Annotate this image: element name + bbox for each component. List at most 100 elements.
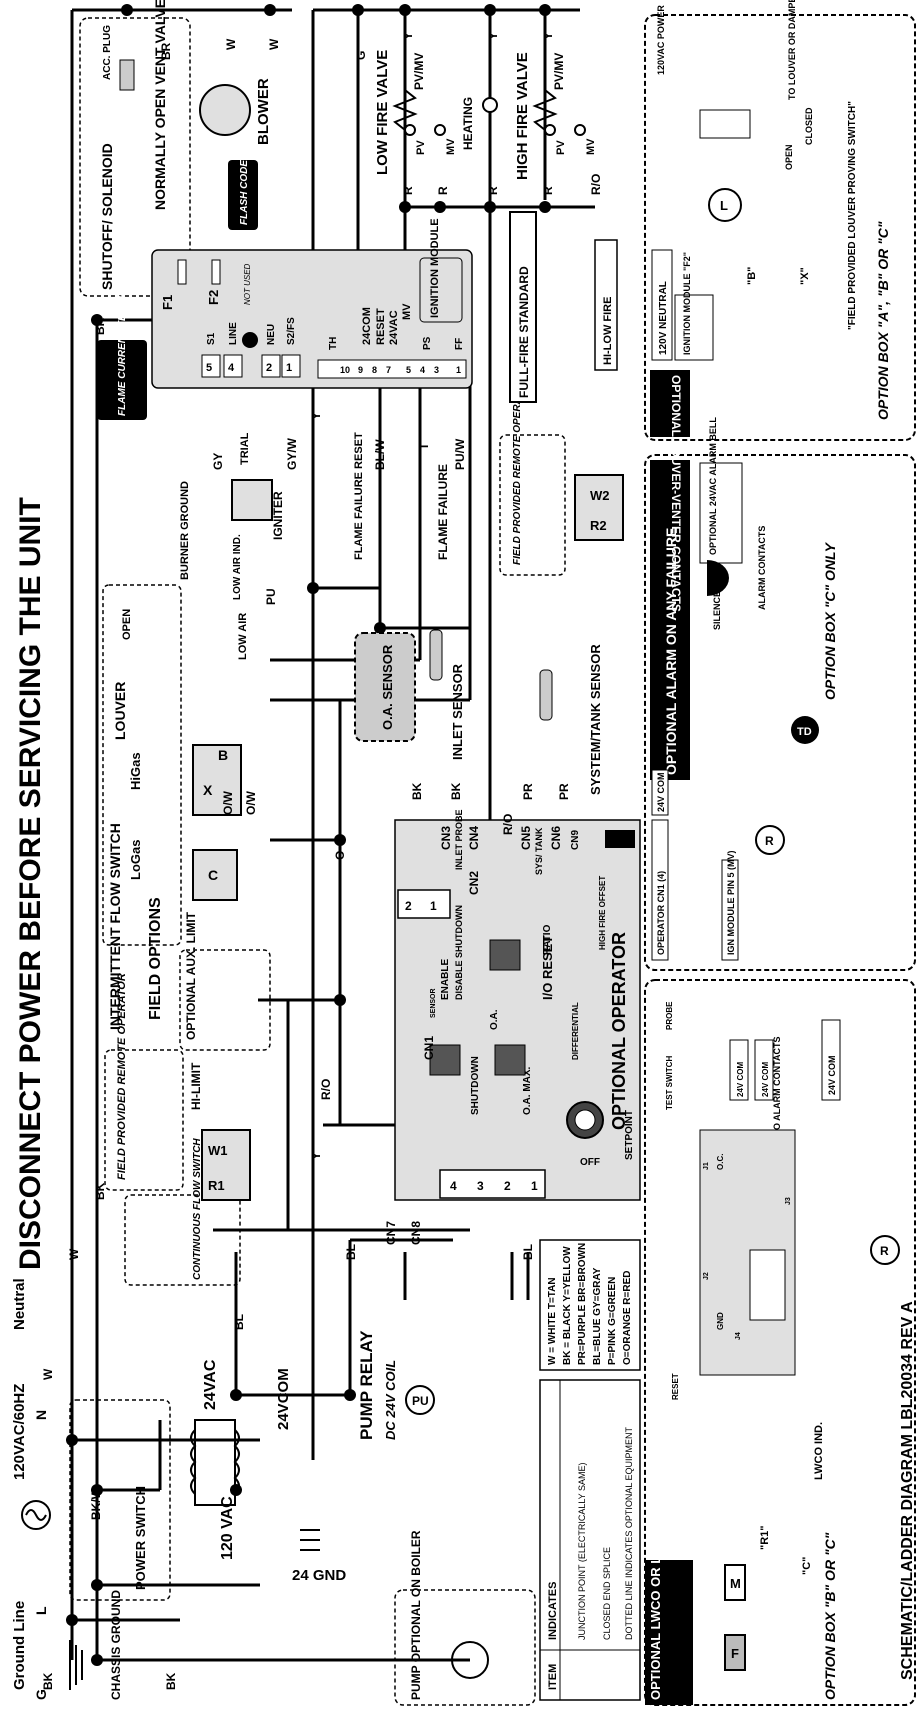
- svg-text:4: 4: [228, 362, 235, 374]
- svg-text:INDICATES: INDICATES: [547, 1582, 559, 1640]
- svg-text:BK: BK: [93, 317, 107, 335]
- svg-text:F1: F1: [160, 295, 175, 310]
- svg-text:HiGas: HiGas: [128, 752, 143, 790]
- svg-text:OPTION BOX "C" ONLY: OPTION BOX "C" ONLY: [822, 541, 838, 700]
- operator-board: OPTIONAL OPERATOR I/O RESET SETPOINT OFF…: [384, 809, 641, 1245]
- svg-text:FLAME FAILURE: FLAME FAILURE: [436, 464, 450, 560]
- low-fire-valve: LOW FIRE VALVE PV/MV PV MV: [374, 50, 457, 175]
- ignition-pins: TH 10 9 8 7 5 4 3 1 24COM RESET 24VAC MV…: [317, 303, 467, 379]
- svg-text:ALARM CONTACTS: ALARM CONTACTS: [757, 526, 767, 610]
- svg-text:BR: BR: [159, 42, 173, 60]
- svg-text:W1: W1: [208, 1143, 228, 1158]
- svg-text:BK: BK: [93, 1182, 107, 1200]
- svg-text:OFF: OFF: [580, 1157, 600, 1168]
- svg-text:R/O: R/O: [319, 1079, 333, 1100]
- svg-text:FLAME CURRENT TEST PINS: FLAME CURRENT TEST PINS: [117, 275, 128, 416]
- svg-text:BL/W: BL/W: [373, 439, 387, 470]
- svg-text:PUMP OPTIONAL ON BOILER: PUMP OPTIONAL ON BOILER: [409, 1530, 423, 1700]
- svg-text:CN7: CN7: [384, 1221, 398, 1245]
- louver-box: OPTIONAL LOUVER-VENTER CONTACTS OPTION B…: [644, 0, 916, 612]
- svg-text:1: 1: [531, 1179, 538, 1193]
- svg-text:MV: MV: [585, 138, 597, 155]
- svg-text:ACC. PLUG: ACC. PLUG: [102, 25, 113, 80]
- svg-text:1: 1: [286, 362, 292, 374]
- svg-text:24V COM: 24V COM: [761, 1062, 770, 1097]
- svg-text:10: 10: [340, 365, 350, 375]
- svg-text:3: 3: [477, 1179, 484, 1193]
- svg-text:FF: FF: [454, 338, 465, 350]
- svg-text:CN6: CN6: [549, 826, 563, 850]
- svg-text:FIELD PROVIDED REMOTE OPERATOR: FIELD PROVIDED REMOTE OPERATOR: [512, 376, 523, 565]
- svg-text:LINE: LINE: [228, 322, 239, 345]
- svg-text:J2: J2: [703, 1272, 710, 1280]
- svg-text:HI-LOW FIRE: HI-LOW FIRE: [602, 297, 614, 365]
- svg-text:X: X: [203, 782, 213, 798]
- pump-section: PUMP OPTIONAL ON BOILER PUMP RELAY DC 24…: [357, 1330, 536, 1706]
- svg-text:MV: MV: [401, 303, 413, 320]
- svg-text:ENABLE: ENABLE: [440, 959, 451, 1000]
- svg-text:SYSTEM/TANK SENSOR: SYSTEM/TANK SENSOR: [588, 644, 603, 795]
- svg-text:R: R: [880, 1244, 889, 1258]
- svg-text:LOW AIR: LOW AIR: [237, 613, 249, 660]
- svg-text:"B": "B": [746, 267, 758, 285]
- svg-text:"R1": "R1": [759, 1526, 771, 1551]
- svg-text:2: 2: [266, 362, 272, 374]
- svg-text:120 VAC: 120 VAC: [219, 1496, 236, 1560]
- svg-text:Y: Y: [401, 32, 415, 40]
- igniter: IGNITER TRIAL BURNER GROUND FLAME FAILUR…: [179, 432, 450, 660]
- svg-text:HI-LIMIT: HI-LIMIT: [189, 1062, 203, 1110]
- svg-text:8: 8: [372, 365, 377, 375]
- pump-icon: [451, 1641, 489, 1679]
- svg-text:4: 4: [450, 1179, 457, 1193]
- svg-text:BURNER GROUND: BURNER GROUND: [179, 481, 191, 580]
- svg-text:R1: R1: [208, 1178, 225, 1193]
- svg-text:Neutral: Neutral: [11, 1278, 28, 1330]
- relay-c: C: [192, 849, 238, 901]
- svg-text:PU/W: PU/W: [453, 438, 467, 470]
- svg-text:SILENCE: SILENCE: [712, 591, 722, 630]
- svg-text:PU: PU: [412, 1394, 429, 1408]
- svg-text:CN2: CN2: [467, 871, 481, 895]
- alarm-box: OPTIONAL ALARM ON ANY FAILURE OPTION BOX…: [644, 417, 916, 971]
- svg-text:RESET: RESET: [375, 308, 387, 345]
- relay-w2-r2: W2 R2 FIELD PROVIDED REMOTE OPERATOR: [499, 376, 624, 576]
- blower: BLOWER: [199, 78, 272, 145]
- svg-text:24V COM: 24V COM: [736, 1062, 745, 1097]
- svg-text:W: W: [67, 1248, 81, 1260]
- svg-text:24COM: 24COM: [361, 307, 373, 345]
- svg-text:I/O RESET: I/O RESET: [540, 936, 555, 1000]
- svg-text:LWCO ALARM CONTACTS: LWCO ALARM CONTACTS: [772, 1037, 782, 1150]
- fire-standard: FULL-FIRE STANDARD HI-LOW FIRE: [509, 211, 618, 403]
- svg-text:NEU: NEU: [266, 324, 277, 345]
- svg-text:TEST SWITCH: TEST SWITCH: [665, 1056, 674, 1110]
- svg-text:GY: GY: [211, 453, 225, 470]
- transformer: 120 VAC 24VAC 24VCOM 24 GND: [190, 1359, 346, 1584]
- svg-text:RATIO: RATIO: [542, 924, 553, 955]
- svg-text:LOW FIRE VALVE: LOW FIRE VALVE: [374, 50, 391, 175]
- power-switch-box: [69, 1399, 171, 1601]
- svg-text:CN9: CN9: [570, 830, 581, 850]
- svg-text:OPTIONAL LOUVER-VENTER CONTACT: OPTIONAL LOUVER-VENTER CONTACTS: [669, 375, 683, 612]
- svg-text:OPERATOR CN1 (4): OPERATOR CN1 (4): [656, 871, 666, 955]
- svg-text:PROBE: PROBE: [665, 1001, 674, 1030]
- svg-text:J4: J4: [735, 1332, 742, 1340]
- svg-text:HIGH FIRE VALVE: HIGH FIRE VALVE: [514, 52, 531, 180]
- svg-text:LoGas: LoGas: [128, 840, 143, 880]
- svg-text:BL: BL: [232, 1314, 246, 1330]
- svg-text:1: 1: [430, 899, 437, 913]
- svg-text:ITEM: ITEM: [547, 1664, 559, 1690]
- svg-text:R: R: [541, 186, 555, 195]
- legend: W = WHITE T=TAN BK = BLACK Y=YELLOW PR=P…: [539, 1239, 641, 1701]
- svg-text:TD: TD: [797, 726, 812, 738]
- svg-text:PV/MV: PV/MV: [412, 53, 426, 90]
- svg-text:SYS/ TANK: SYS/ TANK: [534, 827, 544, 875]
- warning-header: DISCONNECT POWER BEFORE SERVICING THE UN…: [14, 497, 47, 1270]
- svg-text:W2: W2: [590, 488, 610, 503]
- svg-text:24VAC: 24VAC: [202, 1359, 219, 1410]
- svg-text:2: 2: [504, 1179, 511, 1193]
- svg-text:PV: PV: [555, 140, 567, 155]
- svg-text:J1: J1: [703, 1162, 710, 1170]
- svg-text:CONTINUOUS FLOW SWITCH: CONTINUOUS FLOW SWITCH: [192, 1138, 203, 1280]
- svg-text:BK: BK: [41, 1672, 55, 1690]
- svg-text:IGN MODULE PIN 5 (MV): IGN MODULE PIN 5 (MV): [726, 850, 736, 955]
